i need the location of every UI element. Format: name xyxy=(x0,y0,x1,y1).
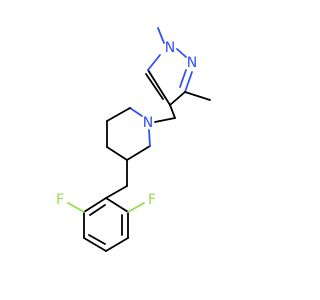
bond-n1-methyl xyxy=(157,27,165,44)
bond-n2-c3-double xyxy=(179,69,187,88)
bond-ph-c6-c1 xyxy=(83,197,107,213)
bond-c5-c6-pip xyxy=(126,145,151,161)
bond-c4-ch2 xyxy=(169,104,176,119)
bond-n1-n2 xyxy=(176,48,187,58)
bond-c4-c5-pip xyxy=(106,146,128,161)
bond-ph-c6-c1-double xyxy=(89,204,106,216)
bond-c4-c5-double xyxy=(145,73,164,100)
atom-f-right: F xyxy=(148,192,156,208)
bond-ch2a-ch2b xyxy=(105,185,128,199)
bond-ph-c1-c2 xyxy=(105,197,129,213)
molecule-canvas: N N N F F xyxy=(55,27,211,252)
bond-ch2-npip xyxy=(154,117,176,123)
bond-c2-f-right xyxy=(127,202,145,213)
bond-c3-c4 xyxy=(169,91,186,106)
atom-n2-pyrazole: N xyxy=(187,55,197,71)
atom-n1-pyrazole: N xyxy=(165,40,175,56)
bond-c4-c5 xyxy=(147,69,171,106)
bond-n2-c3 xyxy=(184,71,193,93)
bond-npip-c2 xyxy=(129,107,143,117)
bond-c6-f-left xyxy=(67,202,85,213)
atom-n-piperidine: N xyxy=(143,115,153,131)
bond-c3-methyl xyxy=(184,91,211,101)
bond-c5-n1 xyxy=(147,54,161,71)
bond-ph-c4-c5-double xyxy=(88,234,106,245)
atom-f-left: F xyxy=(56,192,64,208)
molecule-structure: N N N F F xyxy=(56,27,211,252)
bond-ph-c3-c4 xyxy=(105,237,129,252)
bond-ph-c4-c5 xyxy=(83,237,107,252)
bond-c6-npip xyxy=(148,129,151,147)
bond-c2-c3 xyxy=(106,107,131,122)
